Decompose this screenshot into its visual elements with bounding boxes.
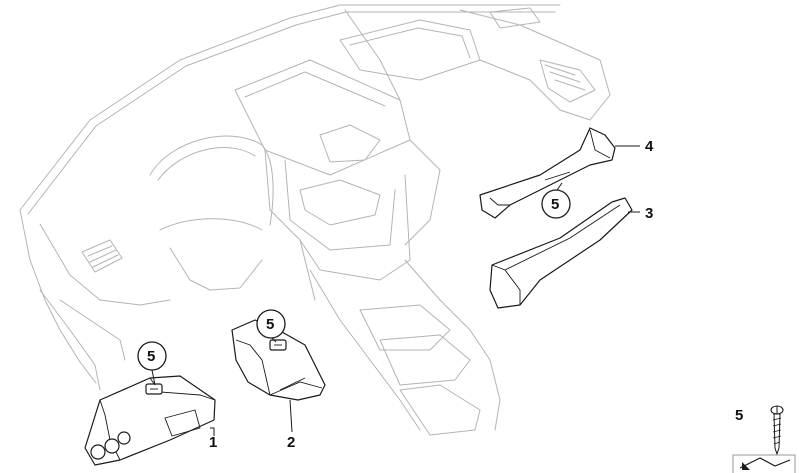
reference-circle-c: 5: [541, 182, 571, 219]
reference-circle-a: 5: [137, 341, 167, 386]
reference-label-b: 5: [266, 316, 274, 333]
callout-3: 3: [645, 205, 653, 222]
callout-4: 4: [645, 138, 654, 155]
part-2-cover: [231, 319, 326, 401]
part-1-trim-panel: [84, 375, 216, 466]
dashboard-outline: [19, 4, 611, 436]
callout-2: 2: [287, 434, 295, 451]
part-4-upper-trim: [479, 127, 616, 219]
legend: 5: [732, 405, 796, 473]
legend-item-number: 5: [735, 407, 743, 424]
screw-icon: [770, 405, 784, 456]
reference-label-c: 5: [551, 196, 559, 213]
reference-circle-b: 5: [256, 309, 286, 343]
reference-label-a: 5: [147, 348, 155, 365]
leader-lines: [210, 145, 640, 436]
arrow-icon: [732, 454, 796, 473]
part-3-side-trim: [489, 197, 633, 309]
callout-1: 1: [209, 434, 217, 451]
